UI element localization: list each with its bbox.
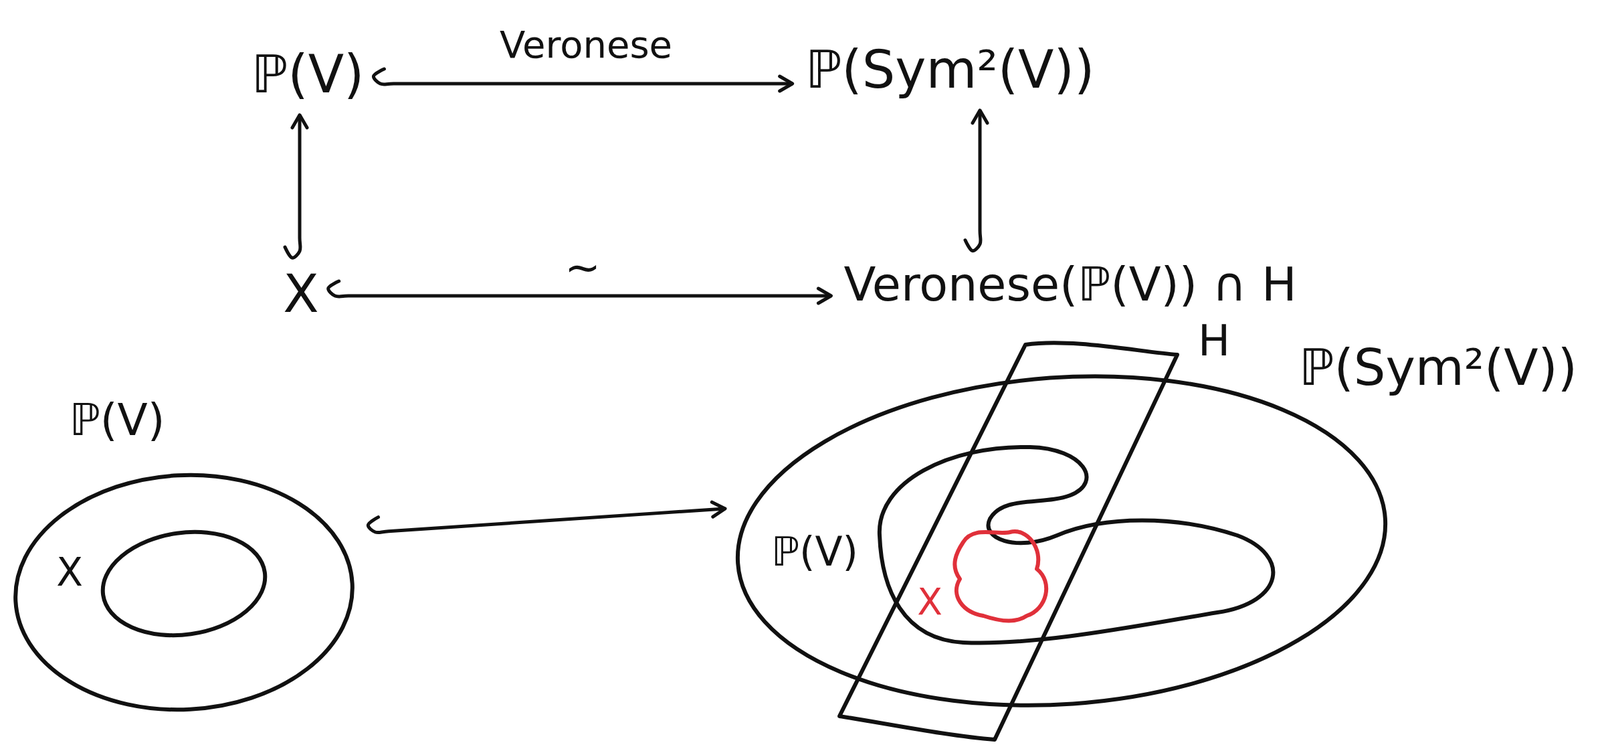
veronese-image-curve: X ℙ(V) (762, 428, 1298, 656)
math-label: X (913, 579, 947, 625)
image-label: Veronese(ℙ(V)) ∩ H (838, 254, 1302, 315)
label-holder: ℙ(V) (65, 393, 170, 447)
variety-region: X (909, 521, 1064, 629)
hand-outline (879, 446, 1273, 643)
math-label: H (1193, 315, 1235, 368)
arrow-label: Veronese (495, 22, 677, 68)
ambient-space-blob: X ℙ(V) ℙ(Sym²(V)) (732, 314, 1596, 716)
math-label: ℙ(V) (65, 393, 170, 447)
hook-arrow (367, 508, 725, 533)
math-label: ℙ(Sym²(V)) (1294, 337, 1582, 398)
label-holder: Veronese (495, 22, 677, 68)
hand-outline (96, 521, 273, 645)
label-holder: X (52, 548, 87, 596)
label-holder: ℙ(Sym²(V)) (1294, 337, 1582, 398)
math-label: ℙ(V) (246, 42, 370, 108)
space-label: ℙ(Sym²(V)) (800, 37, 1101, 104)
math-label: ℙ(Sym²(V)) (800, 37, 1101, 104)
hook-arrow (373, 68, 792, 85)
projective-space-blob: ℙ(V)X (10, 401, 365, 716)
math-label: ℙ(V) (767, 527, 863, 576)
label-holder: H (1193, 315, 1235, 368)
label-holder: ℙ(V) (767, 527, 863, 576)
hyperplane-band: H (829, 321, 1258, 750)
hand-outline (726, 355, 1397, 726)
space-label: ℙ(V) (246, 42, 370, 108)
hook-arrow (965, 111, 981, 251)
label-holder: ~ (560, 241, 605, 294)
math-label: X (277, 261, 324, 328)
hook-arrow (284, 115, 301, 258)
hand-outline (9, 466, 359, 718)
math-label: Veronese(ℙ(V)) ∩ H (838, 254, 1302, 315)
label-holder: X (913, 579, 947, 625)
hand-outline (839, 342, 1178, 740)
hand-outline (954, 531, 1047, 621)
variety-label: X (277, 261, 324, 328)
arrow-label: ~ (560, 241, 605, 294)
math-label: X (52, 548, 87, 596)
shape-outline (829, 321, 1258, 750)
